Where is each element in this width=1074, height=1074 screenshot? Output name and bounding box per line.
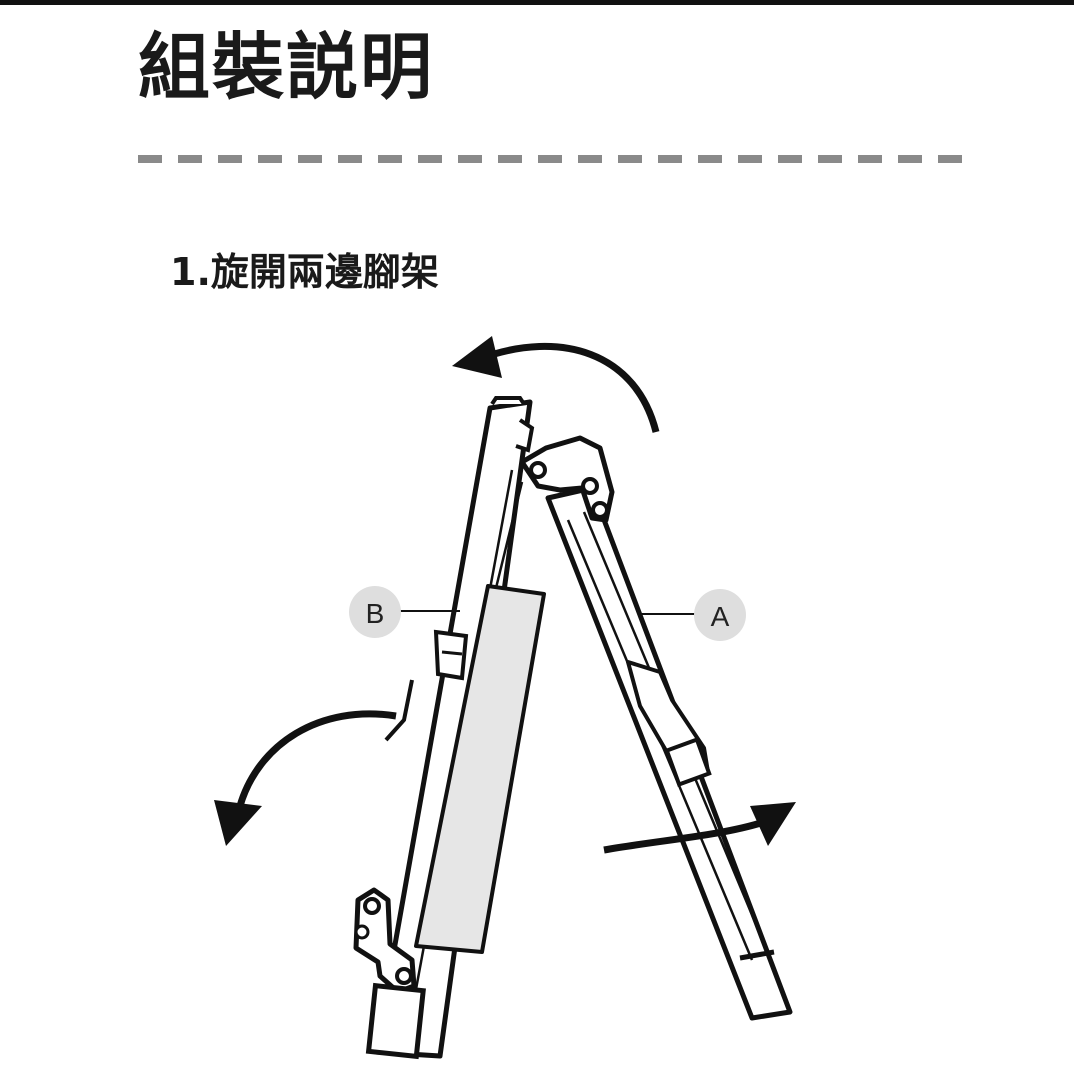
rotation-arrow-left	[214, 710, 397, 846]
callout-b-badge	[349, 586, 401, 638]
callout-b-label: B	[366, 598, 385, 629]
callout-a: A	[640, 589, 746, 641]
step-heading: 1.旋開兩邊腳架	[170, 250, 439, 294]
leg-b-grip-pad	[414, 584, 546, 954]
top-border-rule	[0, 0, 1074, 5]
callout-b: B	[349, 586, 460, 638]
callout-a-badge	[694, 589, 746, 641]
page-title: 組裝説明	[138, 25, 435, 109]
leg-a	[519, 435, 793, 1021]
dashed-divider	[138, 155, 976, 163]
rotation-arrow-right	[603, 802, 796, 854]
leg-b	[353, 396, 546, 1060]
rotation-arrow-top	[452, 336, 660, 433]
leg-b-hinge-plate	[353, 887, 417, 995]
callout-a-label: A	[711, 601, 730, 632]
leg-b-latch	[433, 629, 469, 681]
leg-a-hinge-plate	[519, 435, 615, 523]
